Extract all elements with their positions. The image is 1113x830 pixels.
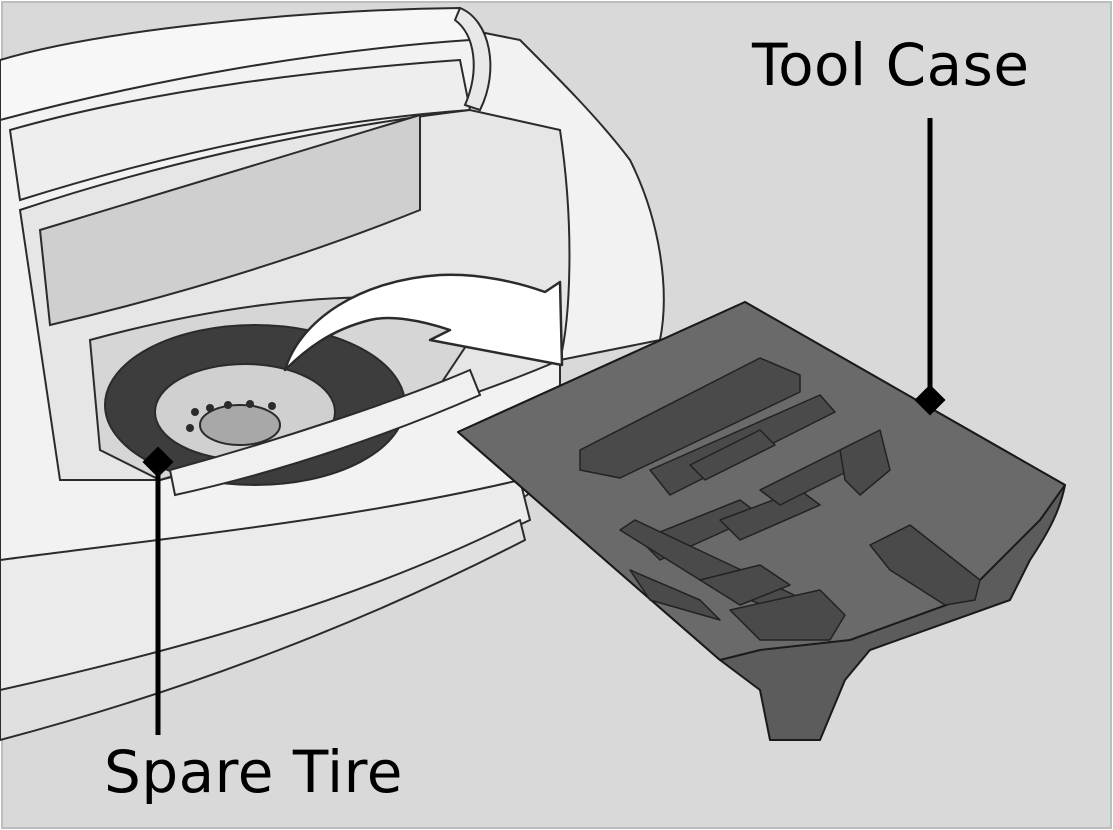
spare-tire-callout-marker (142, 446, 174, 478)
spare-tire-callout (142, 446, 174, 735)
tool-case-callout-marker (914, 384, 946, 416)
spare-tire-label: Spare Tire (104, 738, 403, 806)
bumper-lower (0, 519, 526, 741)
lug-holes (186, 400, 276, 432)
tool-case (457, 301, 1066, 741)
removal-arrow (283, 273, 564, 372)
trunk-floor-cover (38, 113, 421, 327)
lid-hinge-arm (453, 6, 492, 112)
trunk-sill (168, 368, 482, 497)
tool-case-label: Tool Case (752, 31, 1030, 99)
spare-tire-hub (199, 404, 281, 446)
tool-case-callout (914, 118, 946, 416)
tool-cutouts (579, 357, 981, 641)
